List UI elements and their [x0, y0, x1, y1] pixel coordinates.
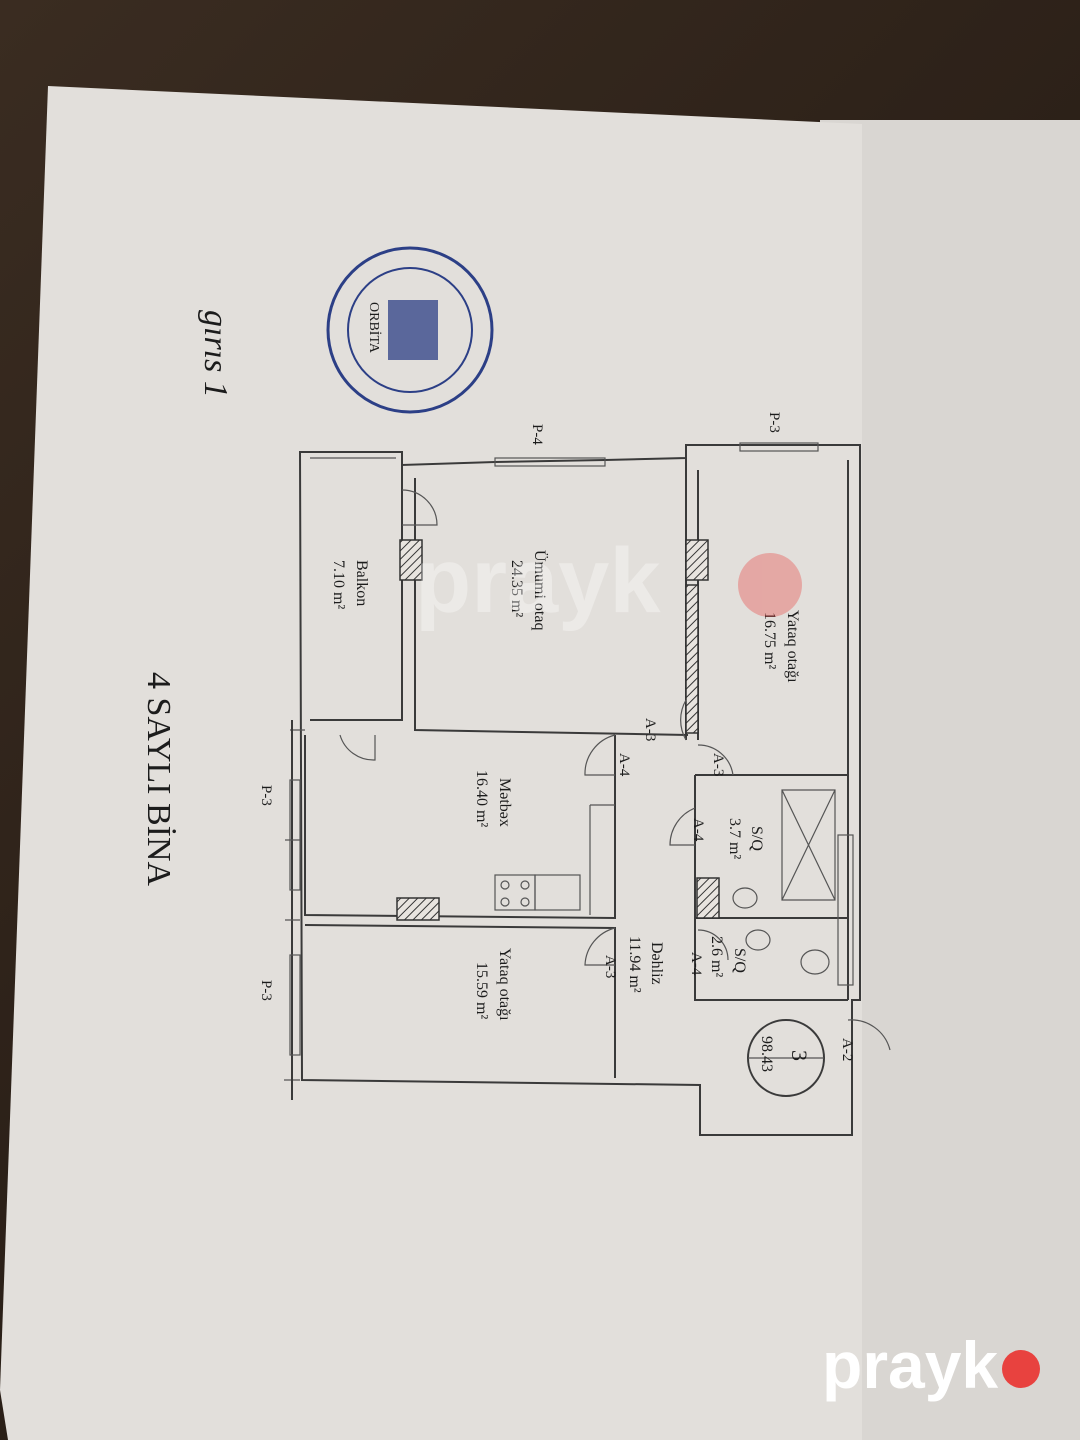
- room-area-umumi: 24.35 m²: [508, 560, 525, 617]
- marker-a2: A-2: [839, 1038, 855, 1061]
- marker-a3-2: A-3: [710, 753, 726, 776]
- marker-p4: P-4: [529, 424, 545, 445]
- room-name-yataq1: Yataq otağı: [784, 610, 801, 683]
- room-area-balkon: 7.10 m²: [330, 560, 347, 609]
- room-area-sq1: 3.7 m²: [726, 818, 743, 859]
- stamp-text: ORBİTA: [366, 302, 382, 354]
- marker-a3-1: A-3: [642, 718, 658, 741]
- handwritten-note: gırıs 1: [197, 310, 234, 398]
- watermark-dot-icon: [1002, 1350, 1041, 1388]
- room-name-umumi: Ümumi otaq: [531, 550, 549, 630]
- marker-a4-3: A-4: [688, 952, 704, 976]
- room-area-sq2: 2.6 m²: [708, 936, 725, 977]
- center-watermark-text: prayk: [415, 530, 661, 632]
- room-area-dehliz: 11.94 m²: [626, 936, 643, 993]
- marker-a4-2: A-4: [690, 818, 706, 842]
- marker-a3-3: A-3: [602, 955, 618, 978]
- stamp: ORBİTA: [326, 246, 494, 414]
- room-name-yataq2: Yataq otağı: [496, 948, 513, 1021]
- marker-p3-top: P-3: [766, 412, 782, 433]
- room-name-dehliz: Dəhliz: [648, 942, 665, 985]
- center-watermark-dot: [738, 553, 802, 617]
- watermark-logo-text: prayk: [822, 1328, 999, 1402]
- marker-a4-1: A-4: [616, 753, 632, 777]
- back-sheet: [820, 120, 1080, 1440]
- building-title: 4 SAYLI BİNA: [140, 672, 177, 887]
- marker-p3-left2: P-3: [258, 980, 274, 1001]
- room-name-balkon: Balkon: [353, 560, 370, 606]
- paper-sheet: [0, 86, 862, 1440]
- apartment-total-area: 98.43: [758, 1036, 775, 1072]
- apartment-number: 3: [787, 1050, 812, 1061]
- room-area-yataq2: 15.59 m²: [473, 962, 490, 1019]
- watermark-logo: prayk: [822, 1328, 1041, 1402]
- room-name-sq2: S/Q: [731, 948, 748, 973]
- room-name-sq1: S/Q: [748, 826, 765, 851]
- room-area-yataq1: 16.75 m²: [761, 612, 778, 669]
- floor-plan: [284, 442, 891, 1136]
- room-name-metbex: Mətbəx: [496, 778, 513, 827]
- center-watermark: prayk: [415, 530, 802, 632]
- marker-p3-left1: P-3: [258, 785, 274, 806]
- room-area-metbex: 16.40 m²: [473, 770, 490, 827]
